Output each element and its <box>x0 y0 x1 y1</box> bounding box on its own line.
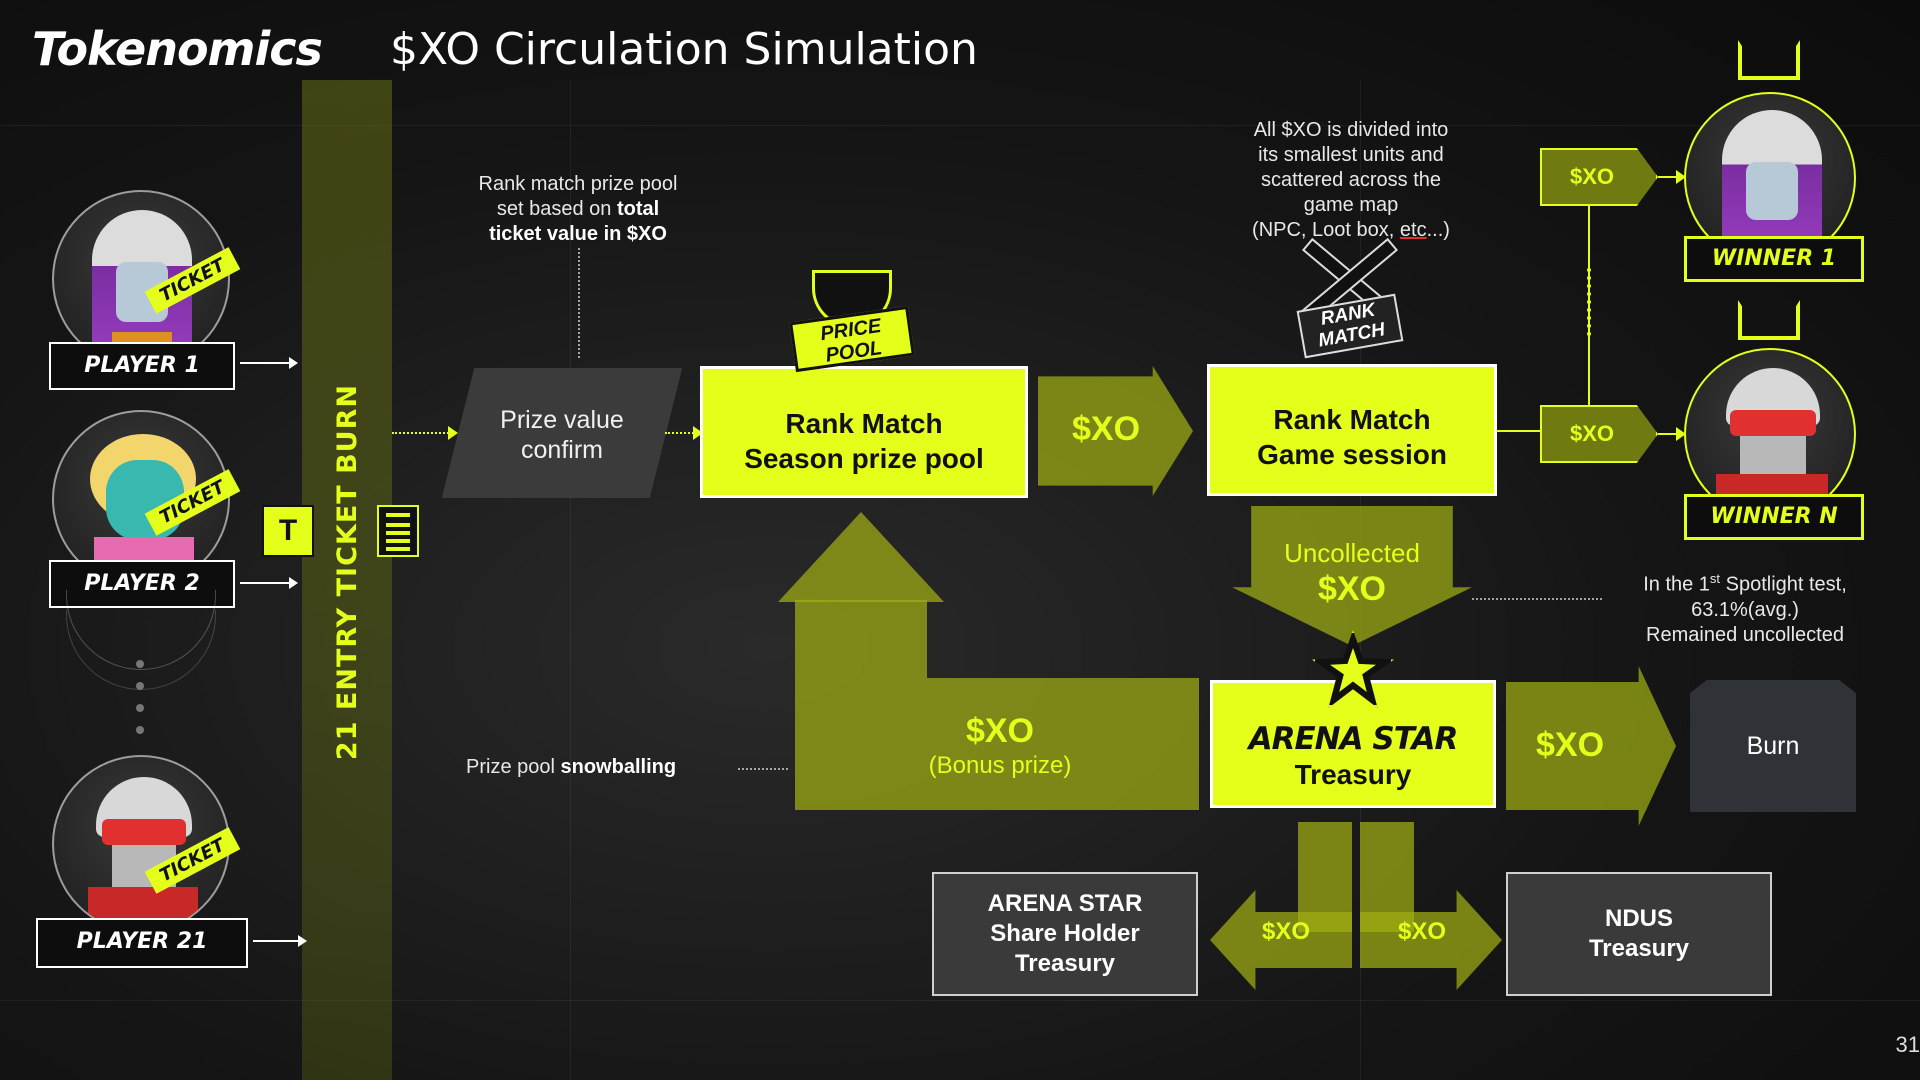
ellipsis-dot <box>136 704 144 712</box>
ndus-treasury-box: NDUS Treasury <box>1506 872 1772 996</box>
bonus-prize-arrowhead <box>778 512 944 602</box>
winner-1-label: WINNER 1 <box>1684 236 1864 282</box>
snowball-note: Prize pool snowballing <box>466 756 677 778</box>
ellipsis-dot <box>136 682 144 690</box>
page-number: 31 <box>1895 1032 1920 1057</box>
game-session-box: Rank Match Game session <box>1207 364 1497 496</box>
rank-match-logo: RANK MATCH <box>1282 237 1418 370</box>
arena-star-treasury-box: ARENA STAR Treasury <box>1210 680 1496 808</box>
connector-dotted <box>1472 598 1602 600</box>
crown-icon <box>1738 300 1800 340</box>
arrowhead <box>448 426 458 440</box>
bonus-sxo: $XO <box>965 712 1035 750</box>
page-subtitle: $XO Circulation Simulation <box>390 24 978 75</box>
bonus-prize-riser <box>795 600 927 678</box>
grid-line <box>570 80 571 1080</box>
winner-n-label: WINNER N <box>1684 494 1864 540</box>
season-prize-pool-box: Rank Match Season prize pool <box>700 366 1028 498</box>
connector-line <box>1658 433 1680 435</box>
bonus-prize-band <box>795 678 1199 810</box>
grid-line <box>0 125 1920 126</box>
ticket-burn-bar <box>302 80 392 1080</box>
price-pool-logo: PRICE POOL <box>789 270 915 373</box>
ticket-burn-label: 21 ENTRY TICKET BURN <box>331 383 363 760</box>
flow-arrow-label: $XO <box>1072 410 1141 448</box>
arrowhead <box>1676 170 1686 184</box>
uncollected-sxo: $XO <box>1317 570 1387 608</box>
crown-icon <box>1738 40 1800 80</box>
arrowhead <box>1676 427 1686 441</box>
arrowhead <box>693 426 703 440</box>
prize-pool-note: Rank match prize pool set based on total… <box>478 173 678 245</box>
page-title: Tokenomics <box>32 22 323 76</box>
player-21-arrow <box>253 935 307 947</box>
player-1-arrow <box>240 357 298 369</box>
spotlight-note: In the 1st Spotlight test, 63.1%(avg.) R… <box>1643 571 1847 646</box>
uncollected-label: Uncollected <box>1284 538 1420 568</box>
winner-n-sxo-tag: $XO <box>1540 405 1658 463</box>
split-left-sxo: $XO <box>1262 918 1311 945</box>
burn-arrow-sxo: $XO <box>1536 726 1605 764</box>
bonus-label: (Bonus prize) <box>928 752 1072 779</box>
winner-1-sxo-tag: $XO <box>1540 148 1658 206</box>
grid-line <box>0 1000 1920 1001</box>
shredded-ticket-icon <box>377 505 419 557</box>
shareholder-treasury-box: ARENA STAR Share Holder Treasury <box>932 872 1198 996</box>
connector-dotted <box>578 248 580 358</box>
connector-dotted <box>738 768 788 770</box>
connector-line <box>1658 176 1680 178</box>
prize-confirm-label: Prize value confirm <box>500 406 624 464</box>
connector-dotted <box>665 432 697 434</box>
split-right-sxo: $XO <box>1398 918 1447 945</box>
ellipsis-dot <box>136 726 144 734</box>
stack-outline <box>66 610 216 690</box>
ticket-icon: T <box>262 505 314 557</box>
ellipsis-dot <box>136 660 144 668</box>
connector-dotted <box>392 432 452 434</box>
player-1-label: PLAYER 1 <box>49 342 235 390</box>
burn-arrow <box>1506 666 1676 826</box>
player-2-arrow <box>240 577 298 589</box>
burn-box: Burn <box>1690 680 1856 812</box>
player-21-label: PLAYER 21 <box>36 918 248 968</box>
connector-dotted <box>1587 268 1591 336</box>
distribution-note: All $XO is divided into its smallest uni… <box>1252 119 1450 241</box>
